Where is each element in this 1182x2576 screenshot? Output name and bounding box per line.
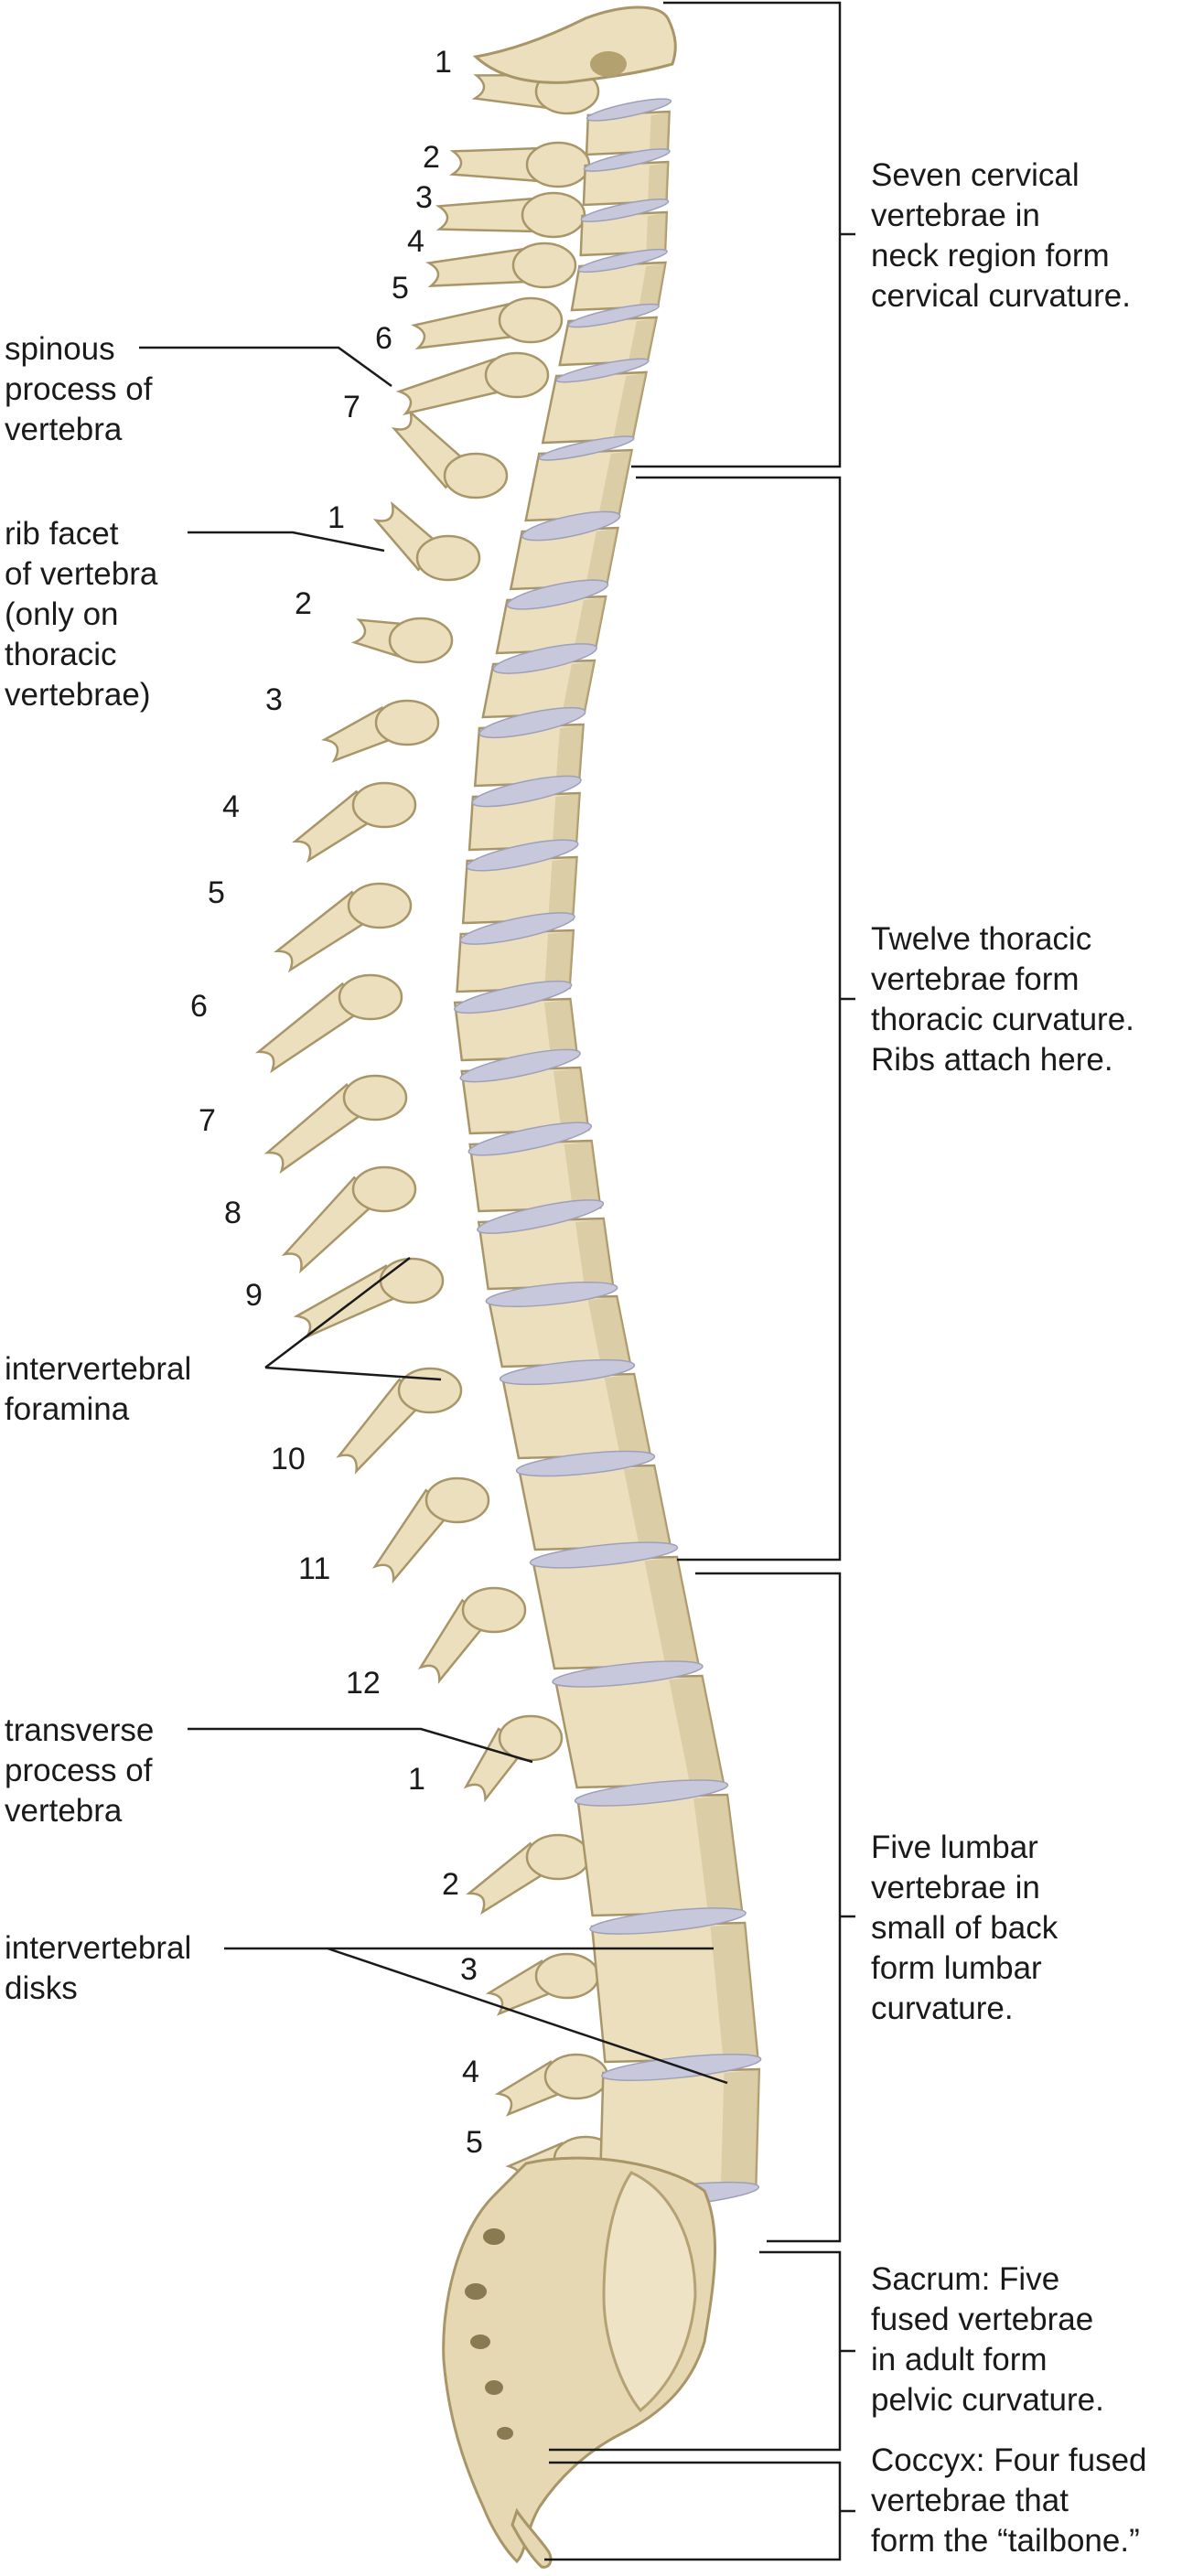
spinous-process	[395, 351, 550, 416]
intervertebral-disk	[478, 706, 586, 739]
spinous-process	[466, 1833, 591, 1916]
spinous-process	[371, 1476, 490, 1584]
thoracic-number: 4	[222, 789, 240, 824]
thoracic-number: 3	[265, 682, 283, 717]
sacrum-description: Sacrum: Five fused vertebrae in adult fo…	[871, 2261, 1104, 2418]
spinous-process	[391, 409, 509, 499]
cervical-number: 7	[343, 390, 360, 424]
intervertebral-disk	[529, 1541, 679, 1569]
intervertebral-disk	[521, 510, 621, 542]
spinous-process	[274, 882, 413, 973]
spinous-process	[281, 1165, 417, 1274]
thoracic-number: 7	[199, 1103, 216, 1138]
spinous-process	[372, 500, 481, 582]
label-transverse-process: transverse process of vertebra	[5, 1712, 155, 1829]
intervertebral-disk	[574, 1779, 729, 1807]
lumbar-description: Five lumbar vertebrae in small of back f…	[871, 1830, 1058, 2026]
spinous-process	[435, 191, 586, 239]
label-rib-facet: rib facet of vertebra (only on thoracic …	[5, 516, 158, 713]
spinous-process	[425, 242, 577, 289]
cervical-description: Seven cervical vertebrae in neck region …	[871, 157, 1131, 314]
cervical-number: 1	[435, 45, 452, 80]
spinous-process	[293, 1257, 445, 1339]
thoracic-number: 12	[346, 1666, 381, 1701]
thoracic-description: Twelve thoracic vertebrae form thoracic …	[871, 921, 1134, 1078]
intervertebral-disk	[538, 435, 635, 461]
spinous-process	[463, 1714, 564, 1803]
thoracic-number: 10	[271, 1442, 306, 1476]
intervertebral-disk	[586, 98, 672, 122]
spinous-process	[417, 1586, 527, 1684]
intervertebral-disk	[580, 199, 670, 222]
intervertebral-disk	[583, 148, 671, 172]
label-intervertebral-foramina: intervertebral foramina	[5, 1351, 192, 1427]
cervical-number: 5	[392, 271, 409, 306]
intervertebral-disk	[471, 775, 582, 808]
intervertebral-disk	[485, 1281, 618, 1308]
intervertebral-disk	[555, 358, 650, 383]
intervertebral-disk	[466, 839, 579, 872]
thoracic-number: 8	[224, 1196, 242, 1230]
atlas-vertebra	[472, 5, 677, 84]
spinous-process	[350, 617, 454, 664]
spinous-process	[263, 1074, 408, 1175]
intervertebral-disk	[459, 912, 575, 945]
intervertebral-disk	[459, 1048, 581, 1083]
spinous-process	[449, 141, 591, 188]
intervertebral-disk	[589, 1907, 747, 1935]
cervical-number: 4	[407, 224, 424, 259]
spinous-process	[254, 973, 403, 1074]
spinous-process	[336, 1367, 463, 1475]
spinous-process	[411, 296, 564, 350]
sacrum-coccyx	[442, 2156, 717, 2569]
cervical-number: 2	[423, 140, 440, 175]
spinous-process	[485, 1952, 600, 2016]
intervertebral-disk	[492, 643, 597, 674]
intervertebral-disk	[506, 579, 609, 610]
thoracic-number: 2	[295, 586, 312, 621]
thoracic-number: 5	[208, 875, 225, 910]
intervertebral-disk	[567, 303, 660, 328]
leader-lines	[139, 1, 855, 2561]
lumbar-number: 2	[442, 1867, 459, 1902]
intervertebral-disk	[515, 1450, 656, 1477]
thoracic-number: 6	[190, 989, 208, 1024]
intervertebral-disk	[477, 1199, 605, 1234]
label-intervertebral-disks: intervertebral disks	[5, 1930, 192, 2006]
spinous-process	[494, 2053, 609, 2117]
intervertebral-disk	[454, 980, 573, 1014]
spinous-process	[292, 781, 417, 864]
thoracic-number: 11	[298, 1551, 331, 1586]
intervertebral-disk	[499, 1358, 636, 1386]
vertebral-column	[453, 98, 762, 2210]
lumbar-number: 4	[462, 2055, 479, 2089]
lumbar-number: 1	[408, 1762, 425, 1797]
thoracic-number: 1	[328, 500, 345, 535]
cervical-number: 6	[375, 321, 392, 356]
intervertebral-disk	[467, 1122, 593, 1156]
lumbar-number: 5	[466, 2125, 483, 2160]
label-spinous-process: spinous process of vertebra	[5, 331, 153, 447]
cervical-number: 3	[415, 180, 433, 215]
intervertebral-disk	[577, 248, 668, 274]
coccyx-description: Coccyx: Four fused vertebrae that form t…	[871, 2442, 1147, 2559]
thoracic-number: 9	[245, 1278, 263, 1313]
intervertebral-disk	[552, 1660, 704, 1688]
spinous-process	[321, 699, 440, 763]
lumbar-number: 3	[460, 1952, 478, 1987]
